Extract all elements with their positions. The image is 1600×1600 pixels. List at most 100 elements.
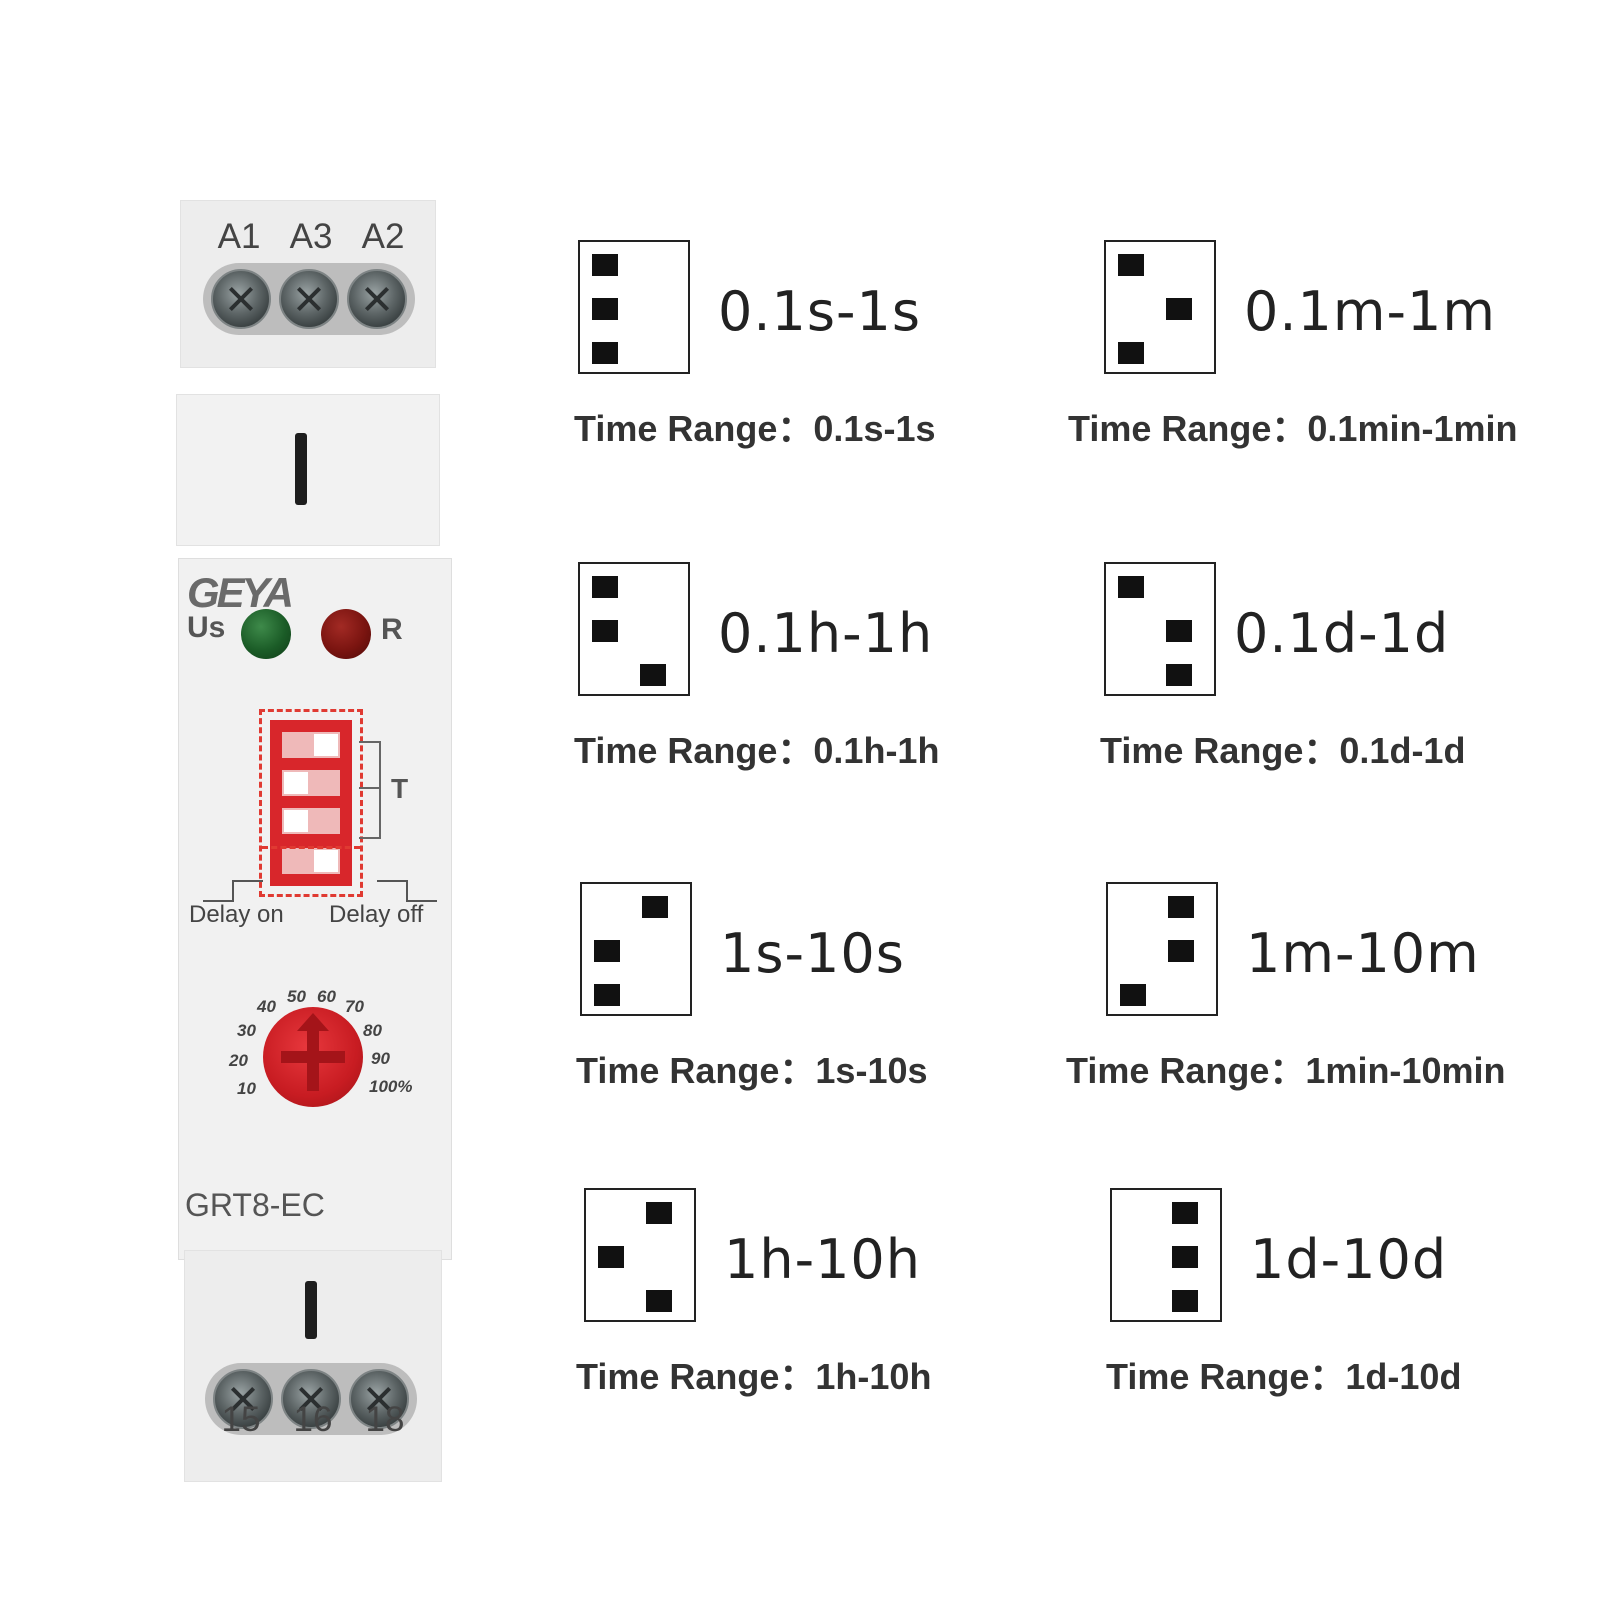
dip-switch-bank bbox=[270, 720, 352, 886]
range-prefix: Time Range： bbox=[574, 408, 814, 449]
range-description: Time Range：1min-10min bbox=[1066, 1042, 1505, 1094]
terminal-label-16: 16 bbox=[293, 1400, 333, 1439]
dip-position-3 bbox=[646, 1290, 672, 1312]
time-range-card: 0.1h-1h Time Range：0.1h-1h bbox=[574, 562, 1078, 802]
dip-position-1 bbox=[592, 576, 618, 598]
dip-position-3 bbox=[1120, 984, 1146, 1006]
range-code: 0.1m-1m bbox=[1244, 280, 1496, 343]
range-prefix: Time Range： bbox=[576, 1356, 816, 1397]
dip-position-2 bbox=[598, 1246, 624, 1268]
dip-position-2 bbox=[592, 298, 618, 320]
dip-knob-4 bbox=[314, 850, 338, 872]
screw-terminal-18-icon[interactable] bbox=[349, 1369, 409, 1429]
top-terminal-block: A1 A3 A2 bbox=[180, 200, 436, 368]
dip-position-2 bbox=[592, 620, 618, 642]
dip-setting-diagram bbox=[578, 240, 690, 374]
bottom-screw-strip bbox=[205, 1363, 417, 1435]
din-rail-timer-relay: A1 A3 A2 GEYA Us R bbox=[176, 200, 452, 1482]
terminal-label-a1: A1 bbox=[217, 217, 261, 256]
range-value: 1d-10d bbox=[1345, 1356, 1462, 1397]
bottom-terminal-block bbox=[184, 1250, 442, 1482]
dip-setting-diagram bbox=[580, 882, 692, 1016]
dip-setting-diagram bbox=[1104, 562, 1216, 696]
range-prefix: Time Range： bbox=[576, 1050, 816, 1091]
dial-mark-20: 20 bbox=[229, 1051, 248, 1070]
time-range-card: 0.1m-1m Time Range：0.1min-1min bbox=[1068, 240, 1600, 480]
dip-divider-line bbox=[262, 846, 360, 849]
range-description: Time Range：1d-10d bbox=[1106, 1348, 1461, 1400]
led-r-label: R bbox=[381, 613, 403, 646]
time-range-card: 1m-10m Time Range：1min-10min bbox=[1066, 882, 1600, 1122]
dial-mark-10: 10 bbox=[237, 1079, 256, 1098]
range-description: Time Range：1h-10h bbox=[576, 1348, 931, 1400]
upper-slot bbox=[295, 433, 307, 505]
time-group-label: T bbox=[391, 773, 409, 804]
dip-position-1 bbox=[1118, 576, 1144, 598]
range-value: 1s-10s bbox=[815, 1050, 928, 1091]
dip-setting-diagram bbox=[584, 1188, 696, 1322]
dip-position-3 bbox=[1172, 1290, 1198, 1312]
dip-position-1 bbox=[592, 254, 618, 276]
brand-logo: GEYA bbox=[187, 569, 294, 616]
dial-pointer-icon bbox=[297, 1013, 329, 1031]
dip-knob-3 bbox=[284, 810, 308, 832]
bottom-terminal-labels: 15 16 18 bbox=[212, 1400, 414, 1440]
range-description: Time Range：0.1s-1s bbox=[574, 400, 936, 452]
dip-position-2 bbox=[594, 940, 620, 962]
range-value: 0.1min-1min bbox=[1307, 408, 1518, 449]
range-prefix: Time Range： bbox=[1066, 1050, 1306, 1091]
dip-knob-1 bbox=[314, 734, 338, 756]
dip-switch-4[interactable] bbox=[282, 848, 340, 874]
dial-mark-40: 40 bbox=[257, 997, 276, 1016]
delay-off-label: Delay off bbox=[329, 901, 424, 928]
screw-terminal-15-icon[interactable] bbox=[213, 1369, 273, 1429]
dial-mark-90: 90 bbox=[371, 1049, 390, 1068]
dip-position-2 bbox=[1166, 620, 1192, 642]
range-code: 1m-10m bbox=[1246, 922, 1480, 985]
range-code: 1h-10h bbox=[724, 1228, 922, 1291]
relay-led-icon bbox=[321, 609, 371, 659]
range-prefix: Time Range： bbox=[1068, 408, 1308, 449]
terminal-label-a2: A2 bbox=[361, 217, 405, 256]
time-range-card: 0.1s-1s Time Range：0.1s-1s bbox=[574, 240, 1078, 480]
dip-position-1 bbox=[1118, 254, 1144, 276]
time-adjust-dial[interactable] bbox=[263, 1007, 363, 1107]
range-value: 1h-10h bbox=[815, 1356, 932, 1397]
dip-position-3 bbox=[594, 984, 620, 1006]
range-value: 1min-10min bbox=[1305, 1050, 1506, 1091]
dip-position-1 bbox=[646, 1202, 672, 1224]
dial-mark-50: 50 bbox=[287, 987, 306, 1006]
dial-mark-70: 70 bbox=[345, 997, 364, 1016]
screw-terminal-a3-icon[interactable] bbox=[279, 269, 339, 329]
screw-terminal-a1-icon[interactable] bbox=[211, 269, 271, 329]
delay-on-label: Delay on bbox=[189, 901, 284, 928]
screw-terminal-16-icon[interactable] bbox=[281, 1369, 341, 1429]
dial-cross-vertical bbox=[307, 1023, 319, 1091]
dip-switch-3[interactable] bbox=[282, 808, 340, 834]
time-range-card: 1h-10h Time Range：1h-10h bbox=[576, 1188, 1084, 1428]
dip-switch-2[interactable] bbox=[282, 770, 340, 796]
screw-terminal-a2-icon[interactable] bbox=[347, 269, 407, 329]
dip-setting-diagram bbox=[1110, 1188, 1222, 1322]
dip-position-1 bbox=[1172, 1202, 1198, 1224]
time-group-bracket-tick bbox=[359, 787, 379, 789]
range-code: 1d-10d bbox=[1250, 1228, 1448, 1291]
upper-front-cover bbox=[176, 394, 440, 546]
range-prefix: Time Range： bbox=[1106, 1356, 1346, 1397]
dip-switch-highlight bbox=[259, 709, 363, 897]
dip-position-2 bbox=[1168, 940, 1194, 962]
led-us-label: Us bbox=[187, 611, 226, 644]
dip-position-2 bbox=[1166, 298, 1192, 320]
dip-setting-diagram bbox=[578, 562, 690, 696]
power-led-icon bbox=[241, 609, 291, 659]
dip-switch-1[interactable] bbox=[282, 732, 340, 758]
lower-slot bbox=[305, 1281, 317, 1339]
range-value: 0.1h-1h bbox=[813, 730, 940, 771]
terminal-label-15: 15 bbox=[221, 1400, 261, 1439]
dip-setting-diagram bbox=[1106, 882, 1218, 1016]
model-number: GRT8-EC bbox=[185, 1187, 325, 1223]
time-group-bracket bbox=[359, 741, 381, 839]
terminal-label-a3: A3 bbox=[289, 217, 333, 256]
top-terminal-labels: A1 A3 A2 bbox=[211, 217, 411, 257]
dip-position-3 bbox=[592, 342, 618, 364]
